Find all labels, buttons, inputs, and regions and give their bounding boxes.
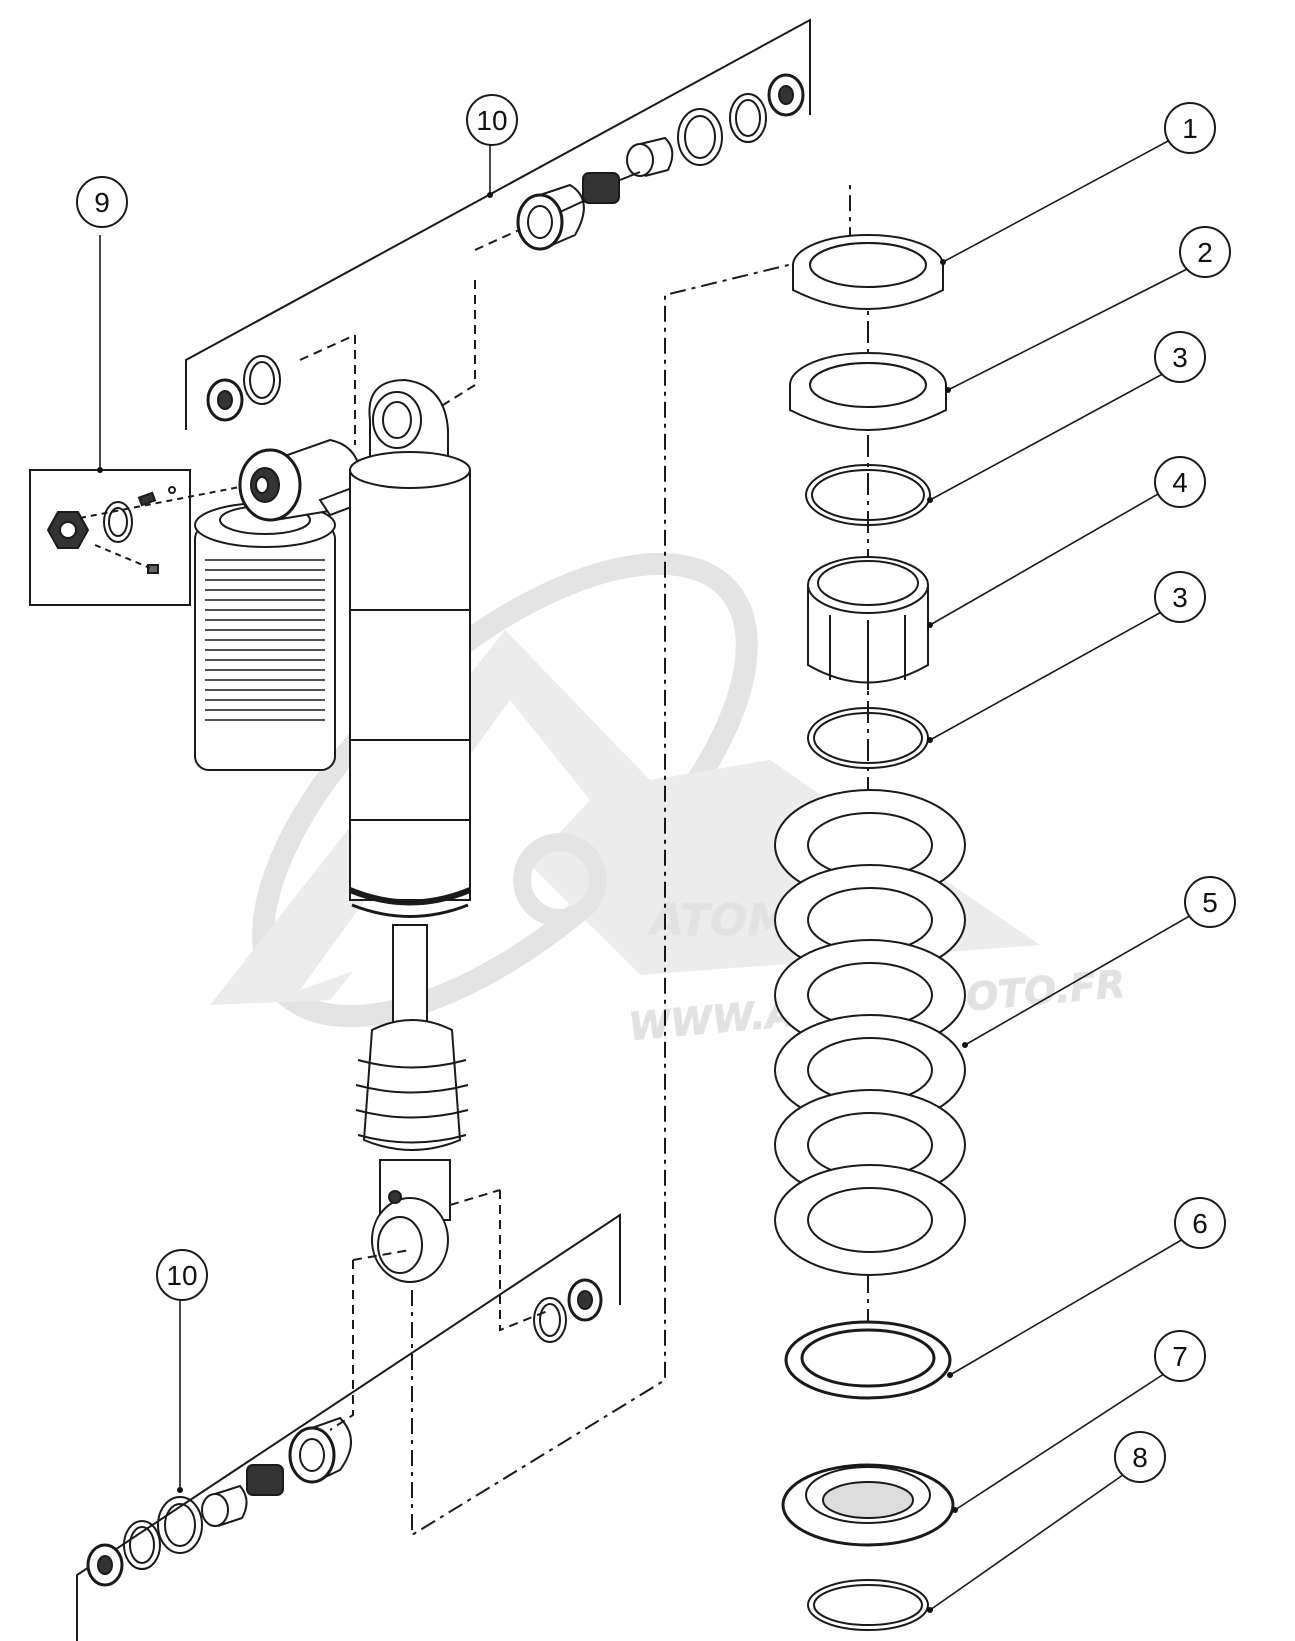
reservoir [194, 438, 372, 771]
top-bushing-kit [185, 18, 811, 445]
callout-10a-label: 10 [476, 105, 507, 136]
part-8-clip-ring [807, 1579, 929, 1631]
spring-stack [774, 234, 966, 1631]
callout-1-label: 1 [1182, 113, 1198, 144]
callout-3b-label: 3 [1172, 582, 1188, 613]
callout-6-label: 6 [1192, 1208, 1208, 1239]
callout-2-label: 2 [1197, 237, 1213, 268]
callout-5-label: 5 [1202, 887, 1218, 918]
part-5-spring [774, 789, 966, 1276]
callout-8-label: 8 [1132, 1442, 1148, 1473]
leader-lines [99, 139, 1201, 1611]
callouts: 1 2 3 4 3 5 6 7 [76, 94, 1236, 1483]
callout-4-label: 4 [1172, 467, 1188, 498]
callout-7: 7 [1154, 1330, 1206, 1382]
callout-9: 9 [76, 176, 128, 228]
callout-10a: 10 [466, 94, 518, 146]
part-6-spring-seat [784, 1320, 952, 1400]
callout-4: 4 [1154, 456, 1206, 508]
callout-7-label: 7 [1172, 1341, 1188, 1372]
callout-1: 1 [1164, 102, 1216, 154]
callout-10b: 10 [156, 1249, 208, 1301]
callout-3a: 3 [1154, 331, 1206, 383]
callout-5: 5 [1184, 876, 1236, 928]
part-3-ring-top [805, 464, 931, 526]
callout-3b: 3 [1154, 571, 1206, 623]
callout-2: 2 [1179, 226, 1231, 278]
shock-body [348, 378, 472, 1283]
callout-3a-label: 3 [1172, 342, 1188, 373]
part-4-spacer [807, 556, 929, 690]
needle-bearing [582, 172, 620, 204]
part-2-adjusting-nut [789, 352, 947, 431]
callout-9-label: 9 [94, 187, 110, 218]
part-1-lock-nut [792, 234, 944, 310]
adjuster-kit-box [29, 469, 251, 606]
callout-10b-label: 10 [166, 1260, 197, 1291]
part-7-lower-collar [781, 1463, 955, 1547]
callout-6: 6 [1174, 1197, 1226, 1249]
callout-8: 8 [1114, 1431, 1166, 1483]
